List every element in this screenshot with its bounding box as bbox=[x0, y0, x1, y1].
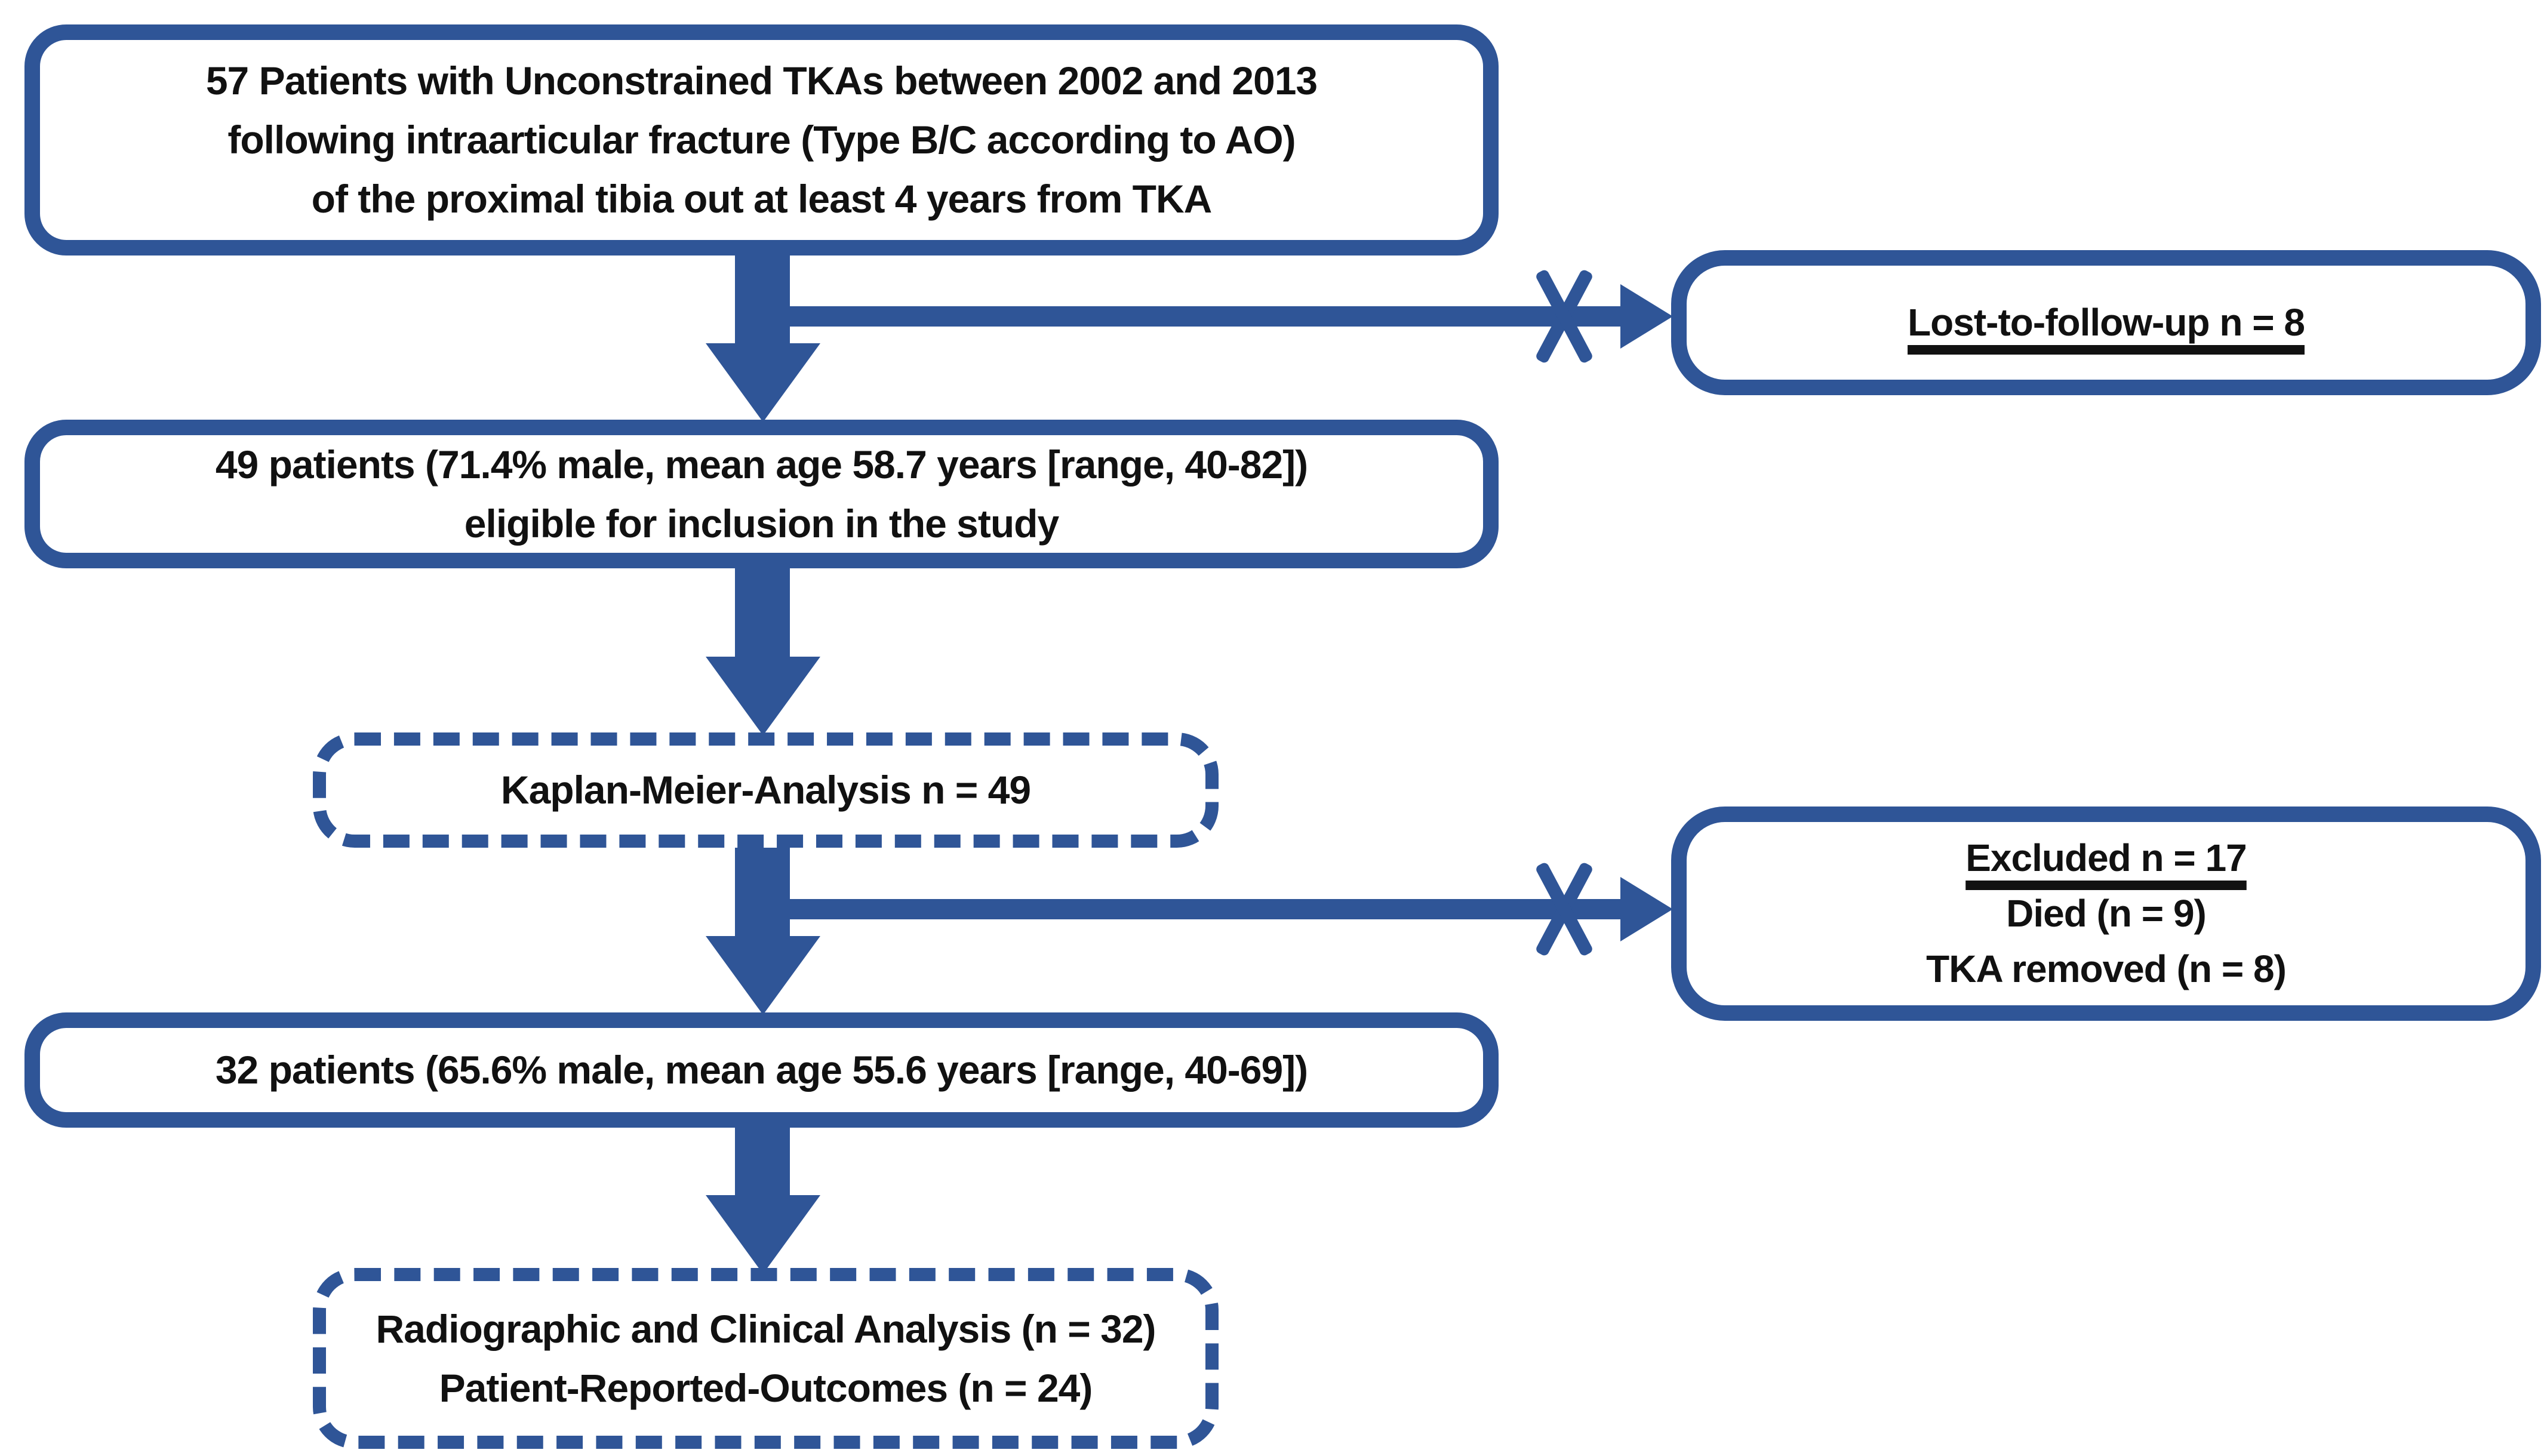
x-mark-icon bbox=[1519, 266, 1609, 367]
box-line: 57 Patients with Unconstrained TKAs betw… bbox=[205, 59, 1318, 103]
box-line: following intraarticular fracture (Type … bbox=[227, 118, 1296, 162]
box-line: Died (n = 9) bbox=[2006, 892, 2207, 935]
x-mark-icon bbox=[1519, 858, 1609, 960]
down-arrow-shaft-2 bbox=[735, 558, 790, 660]
down-arrow-head-2 bbox=[706, 657, 820, 735]
down-arrow-head-4 bbox=[706, 1195, 820, 1274]
branch-arrow-head-lost bbox=[1620, 284, 1673, 349]
branch-arrow-head-excluded bbox=[1620, 877, 1673, 941]
branch-line-lost bbox=[762, 306, 1626, 327]
down-arrow-shaft-3 bbox=[735, 841, 790, 939]
box-line: 49 patients (71.4% male, mean age 58.7 y… bbox=[215, 442, 1308, 487]
box-line: Excluded n = 17 bbox=[1965, 836, 2247, 880]
box-line: Patient-Reported-Outcomes (n = 24) bbox=[439, 1365, 1093, 1410]
box-line: Radiographic and Clinical Analysis (n = … bbox=[376, 1306, 1156, 1351]
box-kaplan-meier-analysis: Kaplan-Meier-Analysis n = 49 bbox=[313, 732, 1219, 848]
box-initial-cohort: 57 Patients with Unconstrained TKAs betw… bbox=[24, 24, 1499, 256]
box-eligible-cohort: 49 patients (71.4% male, mean age 58.7 y… bbox=[24, 420, 1499, 568]
box-line: Lost-to-follow-up n = 8 bbox=[1908, 301, 2305, 344]
box-line: Kaplan-Meier-Analysis n = 49 bbox=[500, 768, 1031, 812]
branch-line-excluded bbox=[762, 899, 1626, 919]
down-arrow-shaft-1 bbox=[735, 248, 790, 346]
box-final-cohort: 32 patients (65.6% male, mean age 55.6 y… bbox=[24, 1012, 1499, 1128]
box-line: of the proximal tibia out at least 4 yea… bbox=[311, 177, 1213, 221]
box-lost-to-follow-up: Lost-to-follow-up n = 8 bbox=[1671, 250, 2541, 395]
box-line: TKA removed (n = 8) bbox=[1926, 947, 2287, 990]
down-arrow-head-3 bbox=[706, 936, 820, 1015]
box-line: eligible for inclusion in the study bbox=[464, 501, 1059, 546]
box-line: 32 patients (65.6% male, mean age 55.6 y… bbox=[215, 1048, 1308, 1092]
down-arrow-head-1 bbox=[706, 343, 820, 422]
down-arrow-shaft-4 bbox=[735, 1121, 790, 1199]
box-outcomes-analysis: Radiographic and Clinical Analysis (n = … bbox=[313, 1268, 1219, 1449]
box-excluded: Excluded n = 17 Died (n = 9) TKA removed… bbox=[1671, 807, 2541, 1021]
